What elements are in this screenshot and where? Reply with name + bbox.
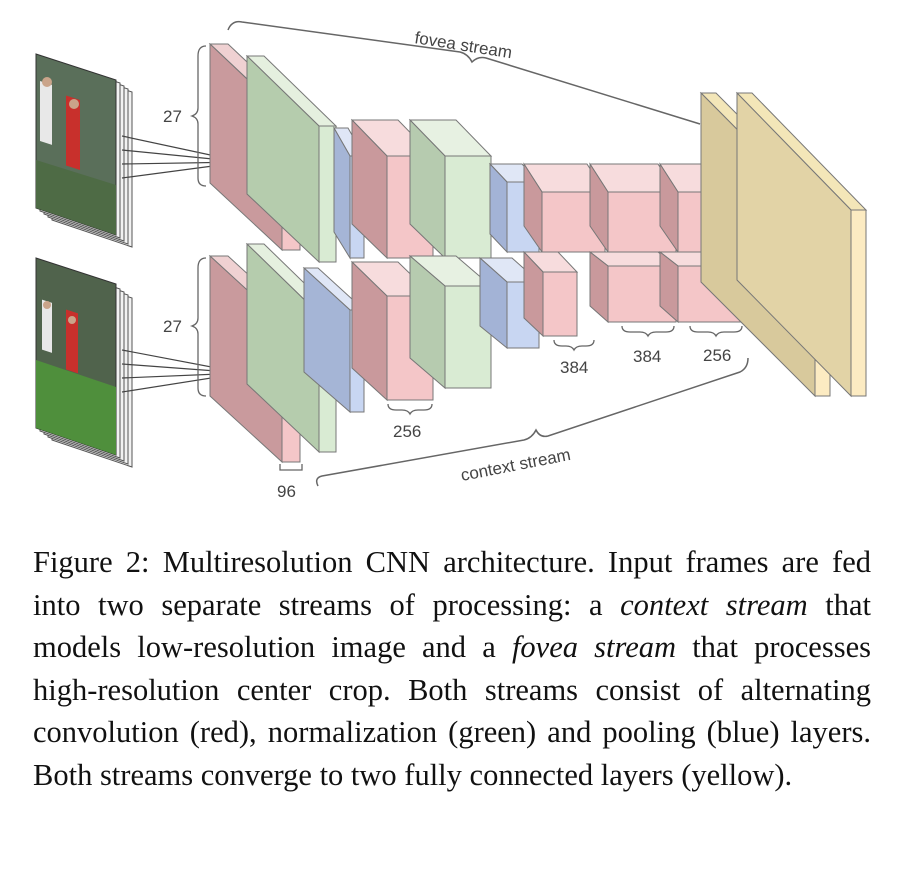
caption-paragraph: Figure 2: Multiresolution CNN architectu… xyxy=(33,541,871,796)
depth-256b-label: 256 xyxy=(703,346,731,365)
depth-384b-label: 384 xyxy=(633,347,661,366)
fovea-input-frames xyxy=(35,53,133,248)
caption-rest: that processes high-resolution center cr… xyxy=(33,630,871,792)
depth-256-brace xyxy=(387,403,433,416)
fovea-stream-brace xyxy=(227,20,701,125)
depth-384b-brace xyxy=(621,325,675,338)
fovea-norm1 xyxy=(245,54,338,264)
fovea-27-label: 27 xyxy=(163,107,182,126)
figure-caption: Figure 2: Multiresolution CNN architectu… xyxy=(33,541,871,796)
context-27-label: 27 xyxy=(163,317,182,336)
depth-384a-label: 384 xyxy=(560,358,588,377)
fc-layer-2 xyxy=(735,91,868,398)
fovea-stream-label: fovea stream xyxy=(413,28,513,62)
caption-mid: that models low-resolution image and a xyxy=(33,587,871,665)
architecture-svg: fovea stream context stream 27 27 96 256… xyxy=(35,20,868,501)
caption-em-fovea-stream: fovea stream xyxy=(511,630,677,664)
depth-256b-brace xyxy=(689,325,743,338)
depth-96-label: 96 xyxy=(277,482,296,501)
context-norm2 xyxy=(408,254,493,390)
depth-256-label: 256 xyxy=(393,422,421,441)
fovea-norm2 xyxy=(408,118,493,260)
context-stream-label: context stream xyxy=(459,445,572,485)
caption-prefix: Figure 2: Multiresolution CNN architectu… xyxy=(33,545,871,622)
depth-384a-brace xyxy=(553,339,595,352)
context-conv3 xyxy=(522,250,579,338)
context-27-brace xyxy=(189,257,207,397)
architecture-diagram: fovea stream context stream 27 27 96 256… xyxy=(35,20,868,501)
context-input-frames xyxy=(35,257,133,468)
fovea-conv3 xyxy=(523,162,606,254)
caption-em-context-stream: context stream xyxy=(620,587,808,622)
depth-96-brace xyxy=(279,464,303,471)
fovea-27-brace xyxy=(189,45,207,187)
context-stream-brace xyxy=(315,357,749,487)
